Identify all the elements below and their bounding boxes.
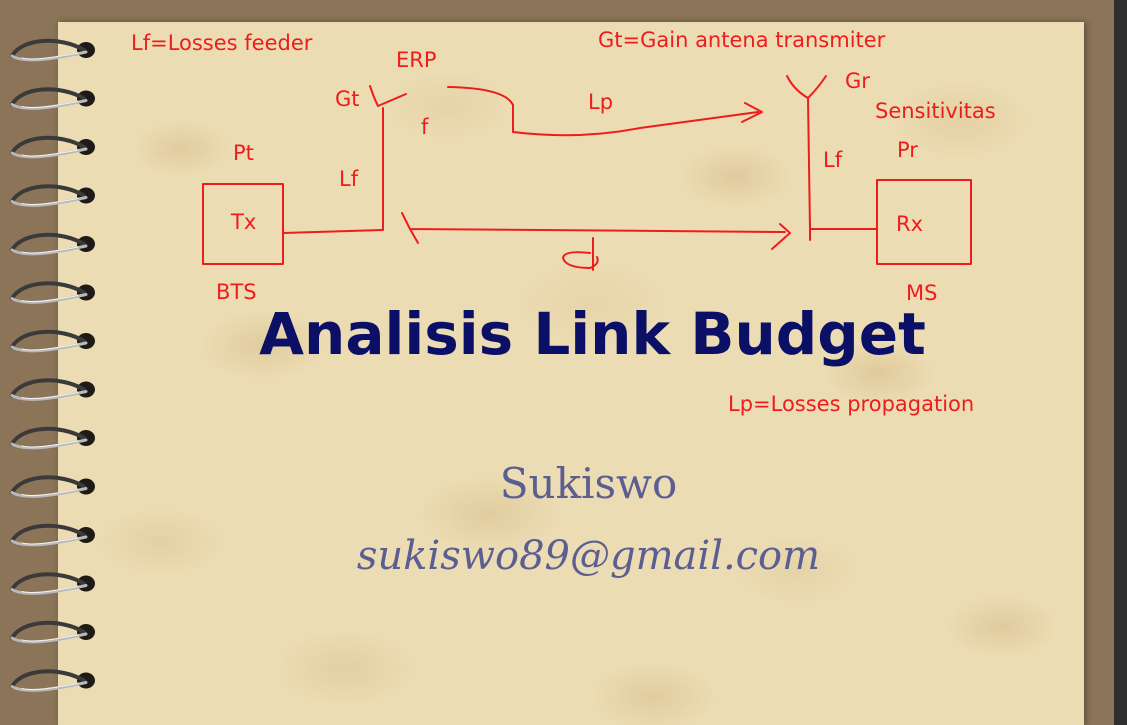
- author-email: sukiswo89@gmail.com: [356, 533, 821, 579]
- bts-label: BTS: [216, 280, 257, 304]
- pr-label: Pr: [897, 138, 918, 162]
- spiral-ring: [10, 378, 95, 401]
- lp-definition-label: Lp=Losses propagation: [728, 392, 975, 416]
- gr-label: Gr: [845, 69, 870, 93]
- spiral-ring: [10, 87, 95, 110]
- spiral-ring: [10, 281, 95, 304]
- rx-label: Rx: [896, 212, 924, 236]
- spiral-ring: [10, 184, 95, 207]
- spiral-ring: [10, 135, 95, 159]
- propagation-arrow: [447, 86, 763, 137]
- gt-label: Gt: [335, 87, 360, 111]
- spiral-ring: [10, 475, 95, 498]
- tx-antenna: [369, 85, 407, 107]
- frequency-label: f: [421, 115, 429, 139]
- spiral-ring: [10, 329, 95, 353]
- notebook-paper: [58, 22, 1084, 725]
- sensitivitas-label: Sensitivitas: [875, 99, 996, 123]
- tx-feeder-lf-label: Lf: [339, 167, 359, 191]
- tx-box: [202, 183, 284, 265]
- tx-feeder-line: [282, 107, 384, 234]
- spiral-ring: [10, 232, 95, 256]
- spiral-ring: [10, 523, 95, 547]
- spiral-ring: [10, 572, 95, 595]
- rx-antenna: [786, 75, 827, 99]
- tx-label: Tx: [231, 210, 257, 234]
- erp-label: ERP: [396, 48, 437, 72]
- lp-label: Lp: [588, 90, 614, 114]
- rx-box: [876, 179, 972, 265]
- loop-arrow: [401, 212, 791, 271]
- gt-definition-label: Gt=Gain antena transmiter: [598, 28, 886, 52]
- window-edge: [1114, 0, 1127, 725]
- ms-label: MS: [906, 281, 938, 305]
- spiral-ring: [10, 669, 95, 692]
- lf-definition-label: Lf=Losses feeder: [131, 31, 313, 55]
- spiral-binding: [10, 38, 95, 692]
- rx-feeder-lf-label: Lf: [823, 148, 843, 172]
- spiral-ring: [10, 38, 95, 62]
- pt-label: Pt: [233, 141, 254, 165]
- slide-title: Analisis Link Budget: [259, 300, 926, 368]
- spiral-ring: [10, 426, 95, 450]
- author-name: Sukiswo: [499, 459, 678, 508]
- rx-feeder-line: [807, 97, 878, 230]
- spiral-ring: [10, 620, 95, 644]
